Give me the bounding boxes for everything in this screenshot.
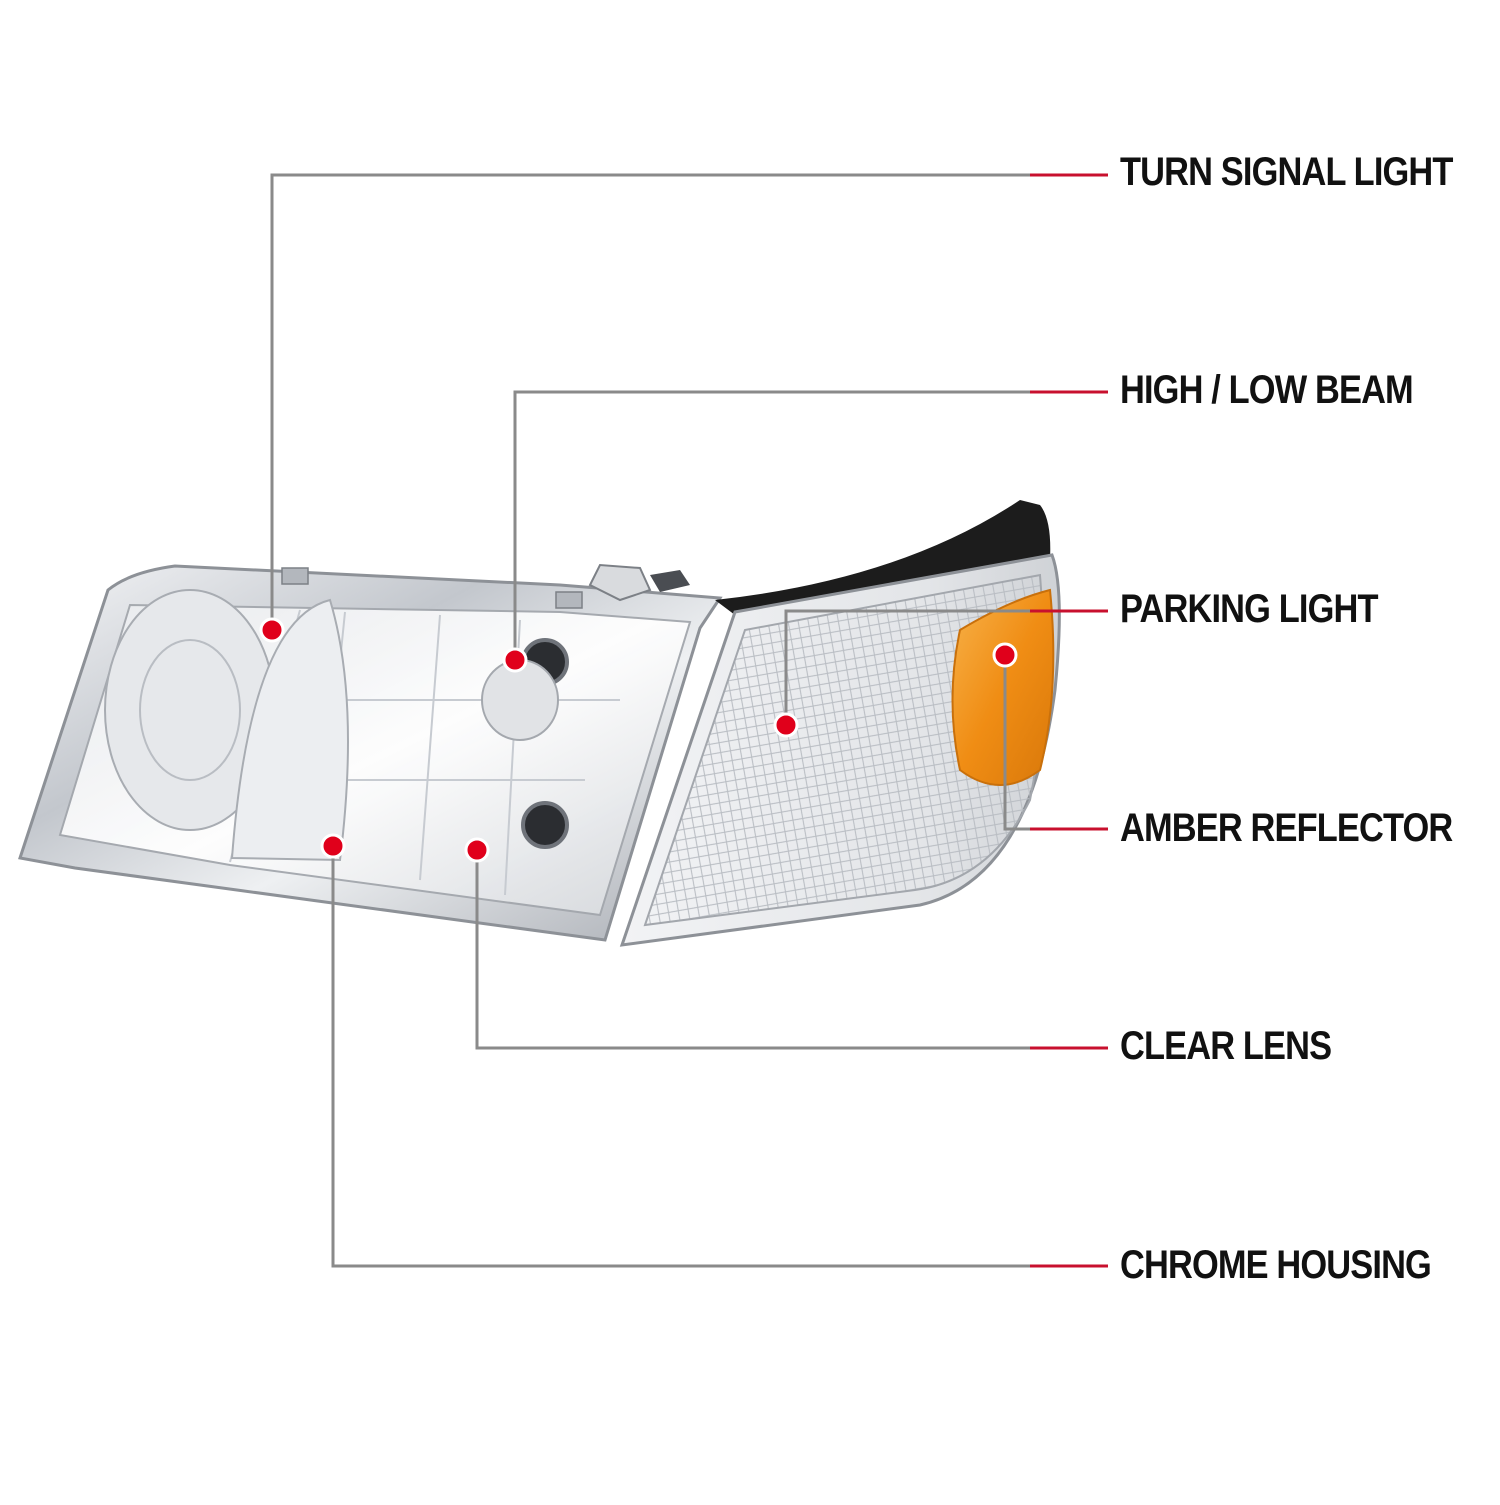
top-clip-left	[281, 567, 309, 585]
marker-dot-chrome-housing	[320, 833, 346, 859]
reflector-inner-ring	[139, 639, 241, 781]
leader-line-turn-signal-light	[270, 173, 1030, 630]
main-reflector-dome	[230, 598, 349, 862]
leader-line-amber-reflector	[1003, 655, 1030, 831]
corner-light	[619, 500, 1061, 947]
adjuster-pin	[650, 570, 690, 592]
amber-reflector-insert	[951, 588, 1055, 786]
callout-label-turn-signal-light: TURN SIGNAL LIGHT	[1120, 150, 1453, 194]
headlamp-body	[18, 563, 723, 942]
bulb-shield	[481, 659, 559, 741]
callout-label-clear-lens: CLEAR LENS	[1120, 1024, 1332, 1068]
bulb-connector	[588, 563, 652, 602]
leader-line-parking-light	[784, 609, 1030, 725]
top-clip-right	[555, 591, 583, 609]
marker-dot-high-low-beam	[502, 647, 528, 673]
low-beam-bulb	[521, 801, 569, 849]
leader-line-high-low-beam	[513, 390, 1030, 660]
marker-dot-parking-light	[773, 712, 799, 738]
marker-dot-turn-signal-light	[259, 617, 285, 643]
callout-label-high-low-beam: HIGH / LOW BEAM	[1120, 368, 1414, 412]
marker-dot-amber-reflector	[992, 642, 1018, 668]
callout-label-amber-reflector: AMBER REFLECTOR	[1120, 806, 1453, 850]
leader-line-chrome-housing	[331, 846, 1030, 1268]
corner-gasket	[715, 500, 1051, 615]
leader-line-clear-lens	[475, 850, 1030, 1050]
callout-label-chrome-housing: CHROME HOUSING	[1120, 1243, 1432, 1287]
callout-label-parking-light: PARKING LIGHT	[1120, 587, 1378, 631]
marker-dot-clear-lens	[464, 837, 490, 863]
